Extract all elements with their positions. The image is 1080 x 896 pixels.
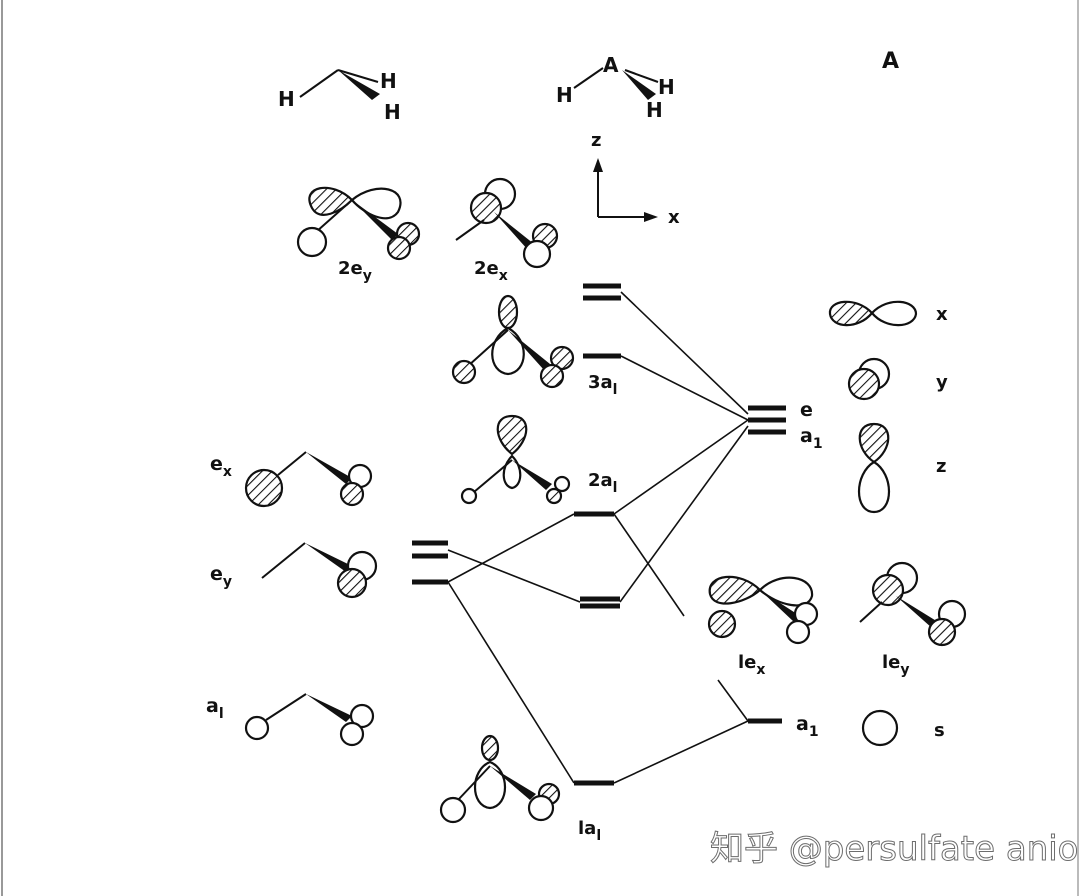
label-2ey: 2ey bbox=[338, 258, 372, 284]
orbital-2ex bbox=[455, 177, 559, 269]
ah3-h-left: H bbox=[556, 83, 573, 107]
mo-levels bbox=[574, 283, 621, 786]
label-a1-atomic-lower: a1 bbox=[796, 713, 819, 740]
orbital-2ey bbox=[296, 186, 421, 261]
orbital-1a1 bbox=[439, 734, 561, 824]
panel-label: A bbox=[882, 49, 899, 74]
ah3-h-back: H bbox=[658, 75, 675, 99]
atomic-orbital-x bbox=[828, 300, 918, 327]
x-axis-label: x bbox=[668, 207, 680, 228]
coordinate-axes: z x bbox=[591, 130, 680, 228]
label-a1-atomic-upper: a1 bbox=[800, 425, 823, 452]
atomic-orbital-z bbox=[857, 422, 891, 514]
orbital-2a1 bbox=[460, 414, 571, 505]
label-ao-x: x bbox=[936, 304, 948, 325]
ch3-h-back: H bbox=[380, 69, 397, 93]
label-ao-s: s bbox=[934, 720, 945, 741]
ah3-a-atom: A bbox=[603, 53, 619, 77]
fragment-levels bbox=[412, 540, 448, 585]
ch3-molecule: H H H bbox=[278, 69, 401, 124]
fragment-ey bbox=[261, 542, 378, 599]
label-a1-fragment: al bbox=[206, 695, 224, 722]
atomic-orbital-y bbox=[847, 357, 891, 401]
ah3-molecule: A H H H bbox=[556, 53, 675, 122]
ch3-h-front: H bbox=[384, 100, 401, 124]
orbital-1ey bbox=[859, 561, 967, 647]
atomic-orbital-s bbox=[861, 709, 899, 747]
ah3-h-front: H bbox=[646, 98, 663, 122]
label-2ex: 2ex bbox=[474, 258, 508, 284]
ch3-h-left: H bbox=[278, 87, 295, 111]
fragment-ex bbox=[244, 451, 373, 508]
fragment-a1 bbox=[244, 693, 375, 747]
atomic-levels bbox=[748, 405, 786, 724]
watermark: 知乎 @persulfate anion bbox=[710, 829, 1080, 869]
label-e-atomic: e bbox=[800, 399, 813, 421]
label-1ey: ley bbox=[882, 652, 910, 678]
label-ao-y: y bbox=[936, 372, 948, 393]
orbital-3a1 bbox=[451, 294, 575, 389]
correlation-lines bbox=[447, 291, 749, 784]
label-ex: ex bbox=[210, 453, 232, 480]
label-2a1: 2al bbox=[588, 470, 617, 496]
label-1ex: lex bbox=[738, 652, 765, 678]
label-1a1: lal bbox=[578, 818, 601, 844]
orbital-1ex bbox=[707, 575, 819, 645]
label-ey: ey bbox=[210, 563, 232, 590]
label-ao-z: z bbox=[936, 456, 946, 477]
label-3a1: 3al bbox=[588, 372, 617, 398]
z-axis-label: z bbox=[591, 130, 601, 151]
